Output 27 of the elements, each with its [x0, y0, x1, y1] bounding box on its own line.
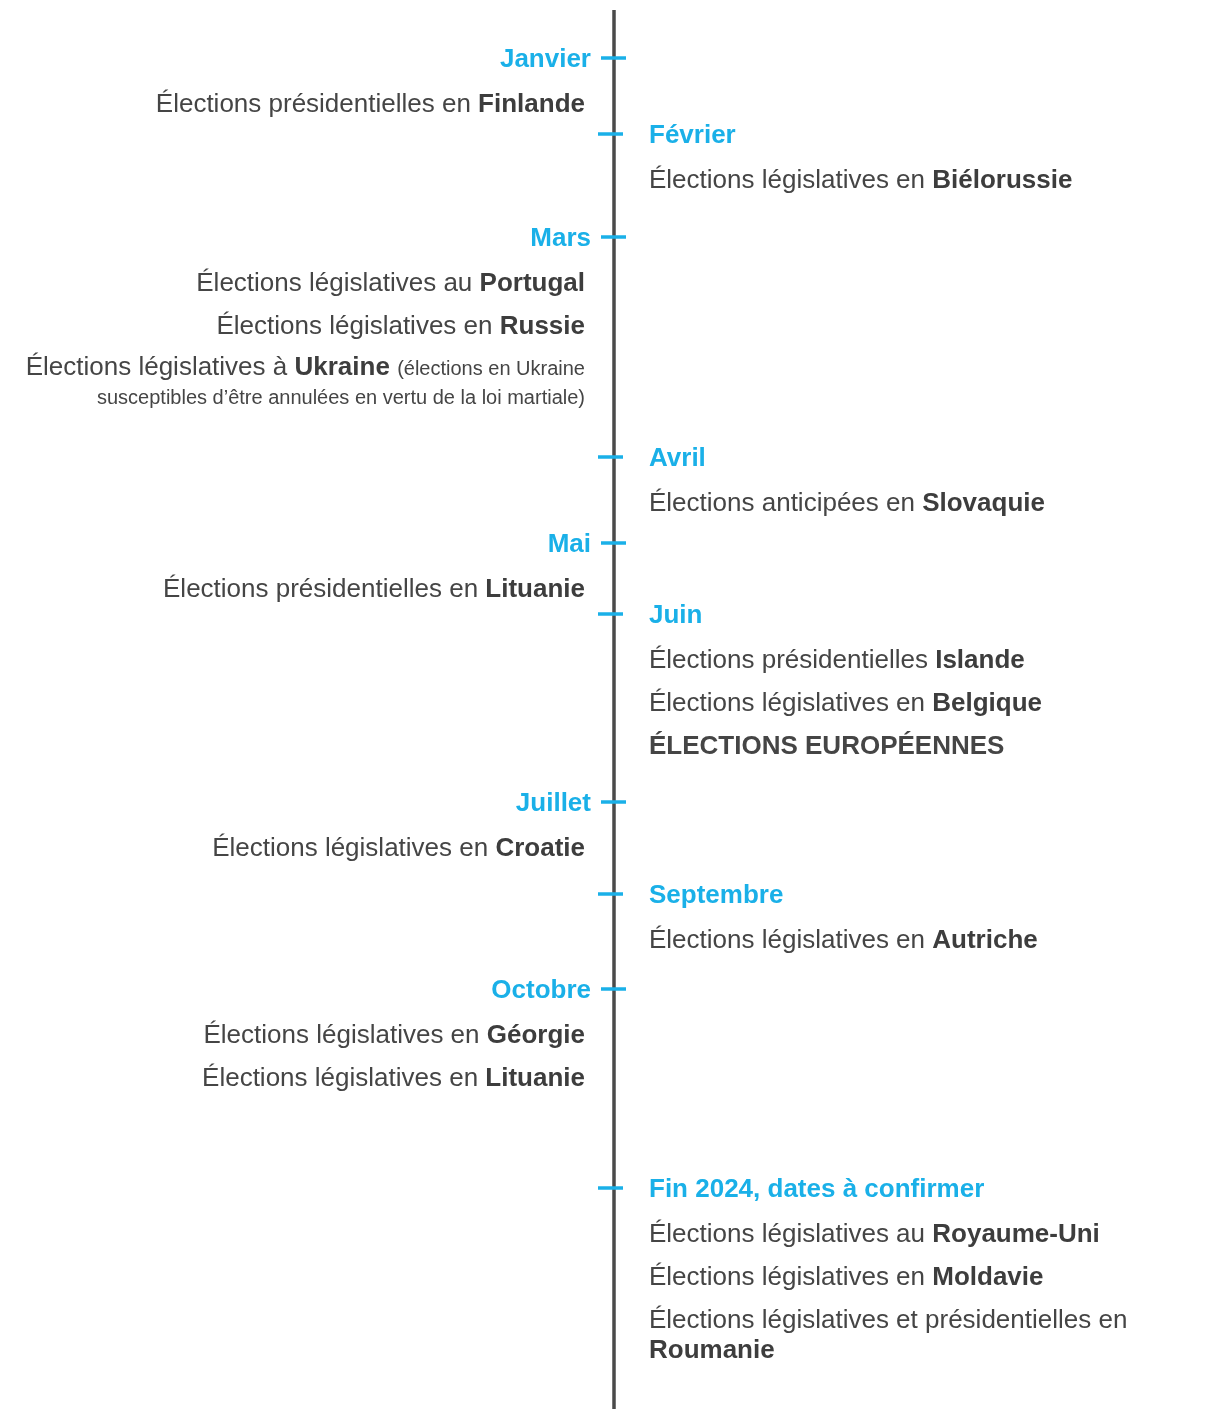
event-text: Élections législatives en Biélorussie [649, 164, 1074, 194]
month-heading: Septembre [649, 878, 785, 911]
event-text: Élections législatives en Moldavie [649, 1261, 1045, 1291]
event-text: Élections législatives au Royaume-Uni [649, 1218, 1101, 1248]
month-heading: Février [649, 118, 737, 151]
event-text: Élections législatives au Portugal [195, 267, 585, 297]
event-text: Élections législatives en Belgique [649, 687, 1044, 717]
month-heading: Fin 2024, dates à confirmer [649, 1172, 986, 1205]
event-text: Élections législatives et présidentielles en Roumanie [649, 1304, 1129, 1364]
event-text: Élections législatives en Croatie [211, 832, 585, 862]
event-text: Élections présidentielles Islande [649, 644, 1026, 674]
month-heading: Octobre [490, 973, 591, 1006]
event-text: Élections législatives en Lituanie [201, 1062, 585, 1092]
event-text: Élections législatives en Russie [215, 310, 585, 340]
month-heading: Juillet [514, 786, 591, 819]
event-text: Élections présidentielles en Lituanie [162, 573, 585, 603]
month-heading: Janvier [498, 42, 591, 75]
event-text: Élections législatives à Ukraine (élections en Ukraine susceptibles d’être annulées en vertu de la loi martiale) [24, 353, 585, 410]
month-heading: Mai [546, 527, 591, 560]
event-text: Élections législatives en Géorgie [202, 1019, 585, 1049]
month-heading: Avril [649, 441, 707, 474]
month-heading: Juin [649, 598, 704, 631]
event-text: Élections présidentielles en Finlande [154, 88, 585, 118]
month-heading: Mars [529, 221, 591, 254]
event-text: ÉLECTIONS EUROPÉENNES [649, 730, 1006, 760]
event-text: Élections législatives en Autriche [649, 924, 1039, 954]
event-text: Élections anticipées en Slovaquie [649, 487, 1046, 517]
